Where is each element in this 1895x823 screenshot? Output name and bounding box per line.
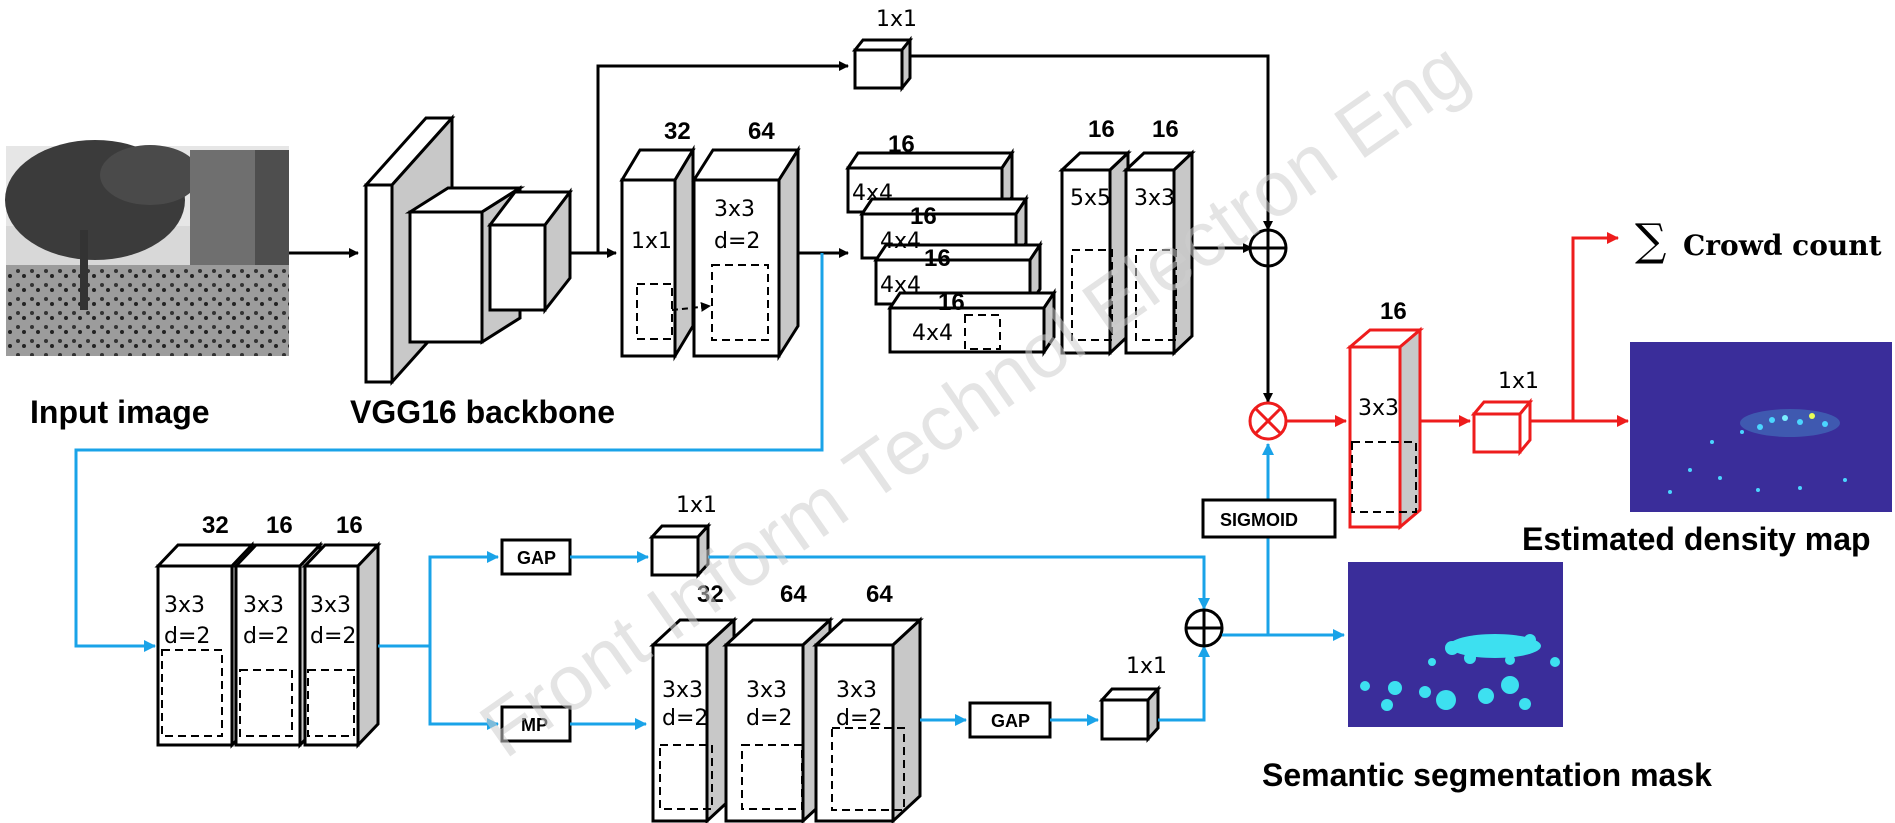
mp-block2-dilation: d=2 — [746, 706, 792, 731]
block5x5-channels: 16 — [1088, 116, 1115, 143]
deconv1-channels: 16 — [888, 131, 915, 158]
deconv2-channels: 16 — [910, 203, 937, 230]
to-crowd-count-arrow — [1573, 238, 1618, 421]
segmentation-caption: Semantic segmentation mask — [1262, 757, 1712, 793]
backbone-caption: VGG16 backbone — [350, 394, 615, 430]
gap2-label: GAP — [991, 711, 1030, 731]
gap1-label: GAP — [517, 548, 556, 568]
red-block-channels: 16 — [1380, 298, 1407, 325]
deconv2-kernel: 4x4 — [880, 229, 921, 254]
block3x3-kernel: 3x3 — [1134, 186, 1175, 211]
top-block2-channels: 64 — [748, 118, 775, 145]
input-caption: Input image — [30, 394, 210, 430]
watermark: Front Inform Technol Electron Eng — [464, 24, 1483, 774]
vgg16-backbone — [366, 118, 570, 382]
density-map — [1630, 342, 1892, 512]
bottom-block3-kernel: 3x3 — [310, 593, 351, 618]
top-block1-channels: 32 — [664, 118, 691, 145]
crowd-count-label: Crowd count — [1683, 229, 1882, 262]
deconv4-channels: 16 — [938, 289, 965, 316]
bottom-block2-dilation: d=2 — [243, 624, 289, 649]
block3x3-channels: 16 — [1152, 116, 1179, 143]
out-1x1-cube — [1474, 402, 1530, 452]
top-block2-kernel: 3x3 — [714, 197, 755, 222]
bottom-block1-kernel: 3x3 — [164, 593, 205, 618]
mp-block3-dilation: d=2 — [836, 706, 882, 731]
deconv4-kernel: 4x4 — [912, 321, 953, 346]
skip-1x1-cube — [855, 40, 910, 88]
gap1-kernel-label: 1x1 — [676, 493, 717, 518]
bottom-block2-channels: 16 — [266, 512, 293, 539]
sum-node-bottom — [1186, 610, 1222, 646]
multiply-node — [1250, 403, 1286, 439]
mp-block1-dilation: d=2 — [662, 706, 708, 731]
deconv3-channels: 16 — [924, 245, 951, 272]
mp-block3-kernel: 3x3 — [836, 678, 877, 703]
red-block-3x3 — [1350, 330, 1420, 527]
mp-block2-kernel: 3x3 — [746, 678, 787, 703]
top-block1-kernel: 1x1 — [631, 229, 672, 254]
bottom-block3-channels: 16 — [336, 512, 363, 539]
to-gap1-arrow — [430, 557, 498, 646]
bottom-block3-dilation: d=2 — [310, 624, 356, 649]
skip-kernel-label: 1x1 — [876, 7, 917, 32]
deconv1-kernel: 4x4 — [852, 181, 893, 206]
bottom-block2-kernel: 3x3 — [243, 593, 284, 618]
red-block-kernel: 3x3 — [1358, 396, 1399, 421]
out-kernel-label: 1x1 — [1498, 369, 1539, 394]
mp-block3-channels: 64 — [866, 581, 893, 608]
sum-symbol: ∑ — [1635, 215, 1666, 266]
input-image — [5, 140, 289, 356]
block5x5-kernel: 5x5 — [1070, 186, 1111, 211]
top-block2-dilation: d=2 — [714, 229, 760, 254]
bottom-block1-channels: 32 — [202, 512, 229, 539]
gap2-1x1-cube — [1102, 689, 1158, 739]
bottom-block1-dilation: d=2 — [164, 624, 210, 649]
mp-block1-kernel: 3x3 — [662, 678, 703, 703]
density-caption: Estimated density map — [1522, 521, 1871, 557]
deconv3-kernel: 4x4 — [880, 273, 921, 298]
segmentation-mask — [1348, 562, 1563, 727]
gap2-kernel-label: 1x1 — [1126, 654, 1167, 679]
sigmoid-label: SIGMOID — [1220, 510, 1298, 530]
